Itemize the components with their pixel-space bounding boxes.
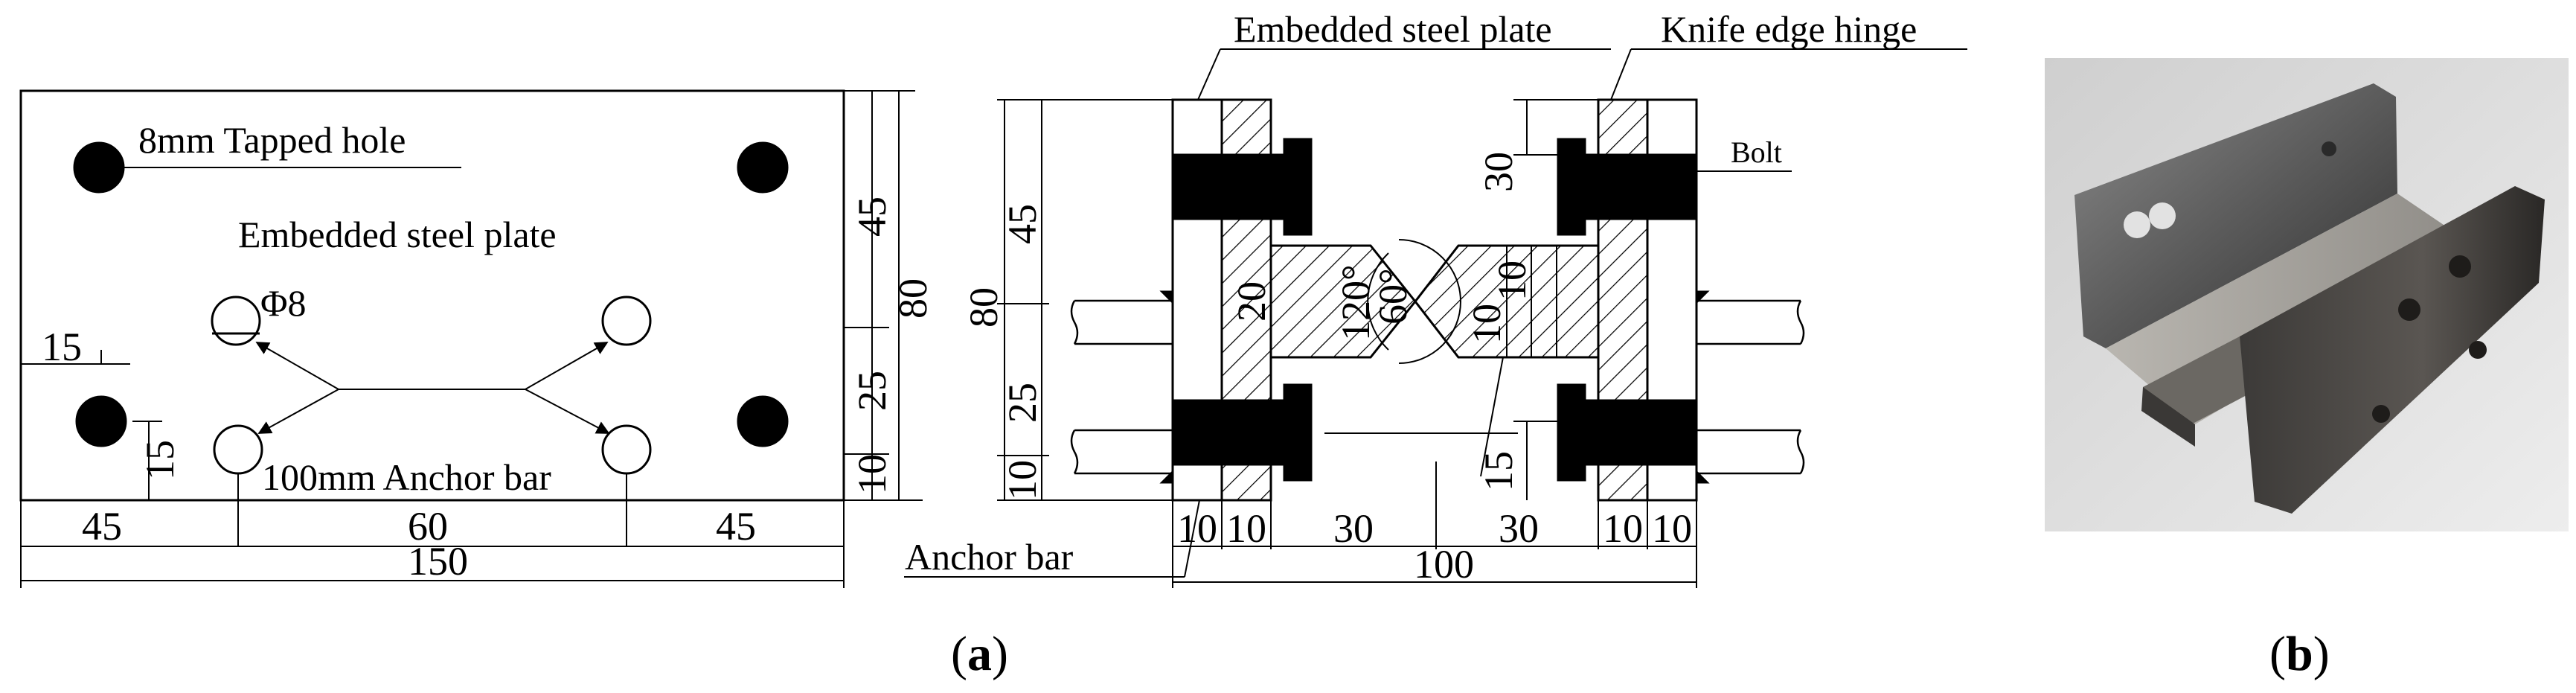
dim-bottom-60: 60: [408, 504, 448, 549]
dim-right-45: 45: [850, 197, 894, 237]
caption-a: (a): [951, 627, 1008, 681]
dim-left-10: 10: [1000, 460, 1045, 500]
dim-right-80: 80: [891, 278, 935, 319]
dim-bottom-10-4: 10: [1652, 506, 1692, 551]
dim-bottom-10-3: 10: [1603, 506, 1643, 551]
dim-right-15: 15: [1476, 451, 1521, 491]
dim-inner-10-a: 10: [1464, 304, 1509, 344]
section-view: [904, 48, 1967, 588]
tapped-hole: [737, 395, 789, 447]
plate-outline: [19, 89, 845, 502]
dim-right-25: 25: [850, 371, 894, 411]
anchor-bar-label: Anchor bar: [905, 536, 1074, 578]
dim-bottom-45-left: 45: [82, 504, 122, 549]
dim-left-80: 80: [961, 287, 1006, 328]
anchor-hole: [601, 296, 652, 346]
plan-view-text: 8mm Tapped hole Embedded steel plate Φ8 …: [42, 119, 935, 584]
dim-bottom-30-1: 30: [1333, 506, 1374, 551]
dim-bottom-150: 150: [408, 539, 468, 584]
dim-right-30: 30: [1476, 152, 1521, 192]
dim-bottom-10-1: 10: [1177, 506, 1217, 551]
phi-label: Φ8: [260, 282, 307, 324]
dim-right-10: 10: [850, 454, 894, 494]
angle-60: 60°: [1371, 268, 1415, 325]
dim-inner-20: 20: [1229, 281, 1274, 322]
anchor-hole: [213, 424, 263, 475]
embedded-plate-label: Embedded steel plate: [1234, 8, 1552, 50]
specimen-photo: [2045, 58, 2569, 531]
dim-bottom-10-2: 10: [1226, 506, 1266, 551]
dim-bottom-45-right: 45: [716, 504, 756, 549]
plate-label: Embedded steel plate: [238, 214, 557, 255]
dim-left-25: 25: [1000, 383, 1045, 423]
dim-left-15-bottom: 15: [138, 440, 182, 480]
angle-120: 120°: [1333, 264, 1378, 341]
anchor-hole: [601, 424, 652, 475]
anchor-hole: [211, 296, 261, 346]
anchor-bar-label: 100mm Anchor bar: [262, 456, 551, 498]
caption-b: (b): [2269, 627, 2330, 681]
dim-inner-10-b: 10: [1490, 261, 1534, 301]
dim-bottom-30-2: 30: [1499, 506, 1539, 551]
dim-left-45: 45: [1000, 204, 1045, 244]
section-view-text: Embedded steel plate Knife edge hinge Bo…: [905, 8, 1917, 587]
dim-left-15-top: 15: [42, 325, 82, 369]
tapped-hole: [737, 141, 789, 194]
plan-view: [19, 89, 923, 588]
knife-edge-label: Knife edge hinge: [1661, 8, 1917, 50]
tapped-hole: [75, 395, 127, 447]
dim-bottom-100: 100: [1414, 542, 1474, 587]
tapped-hole-label: 8mm Tapped hole: [138, 119, 406, 161]
bolt-label: Bolt: [1731, 135, 1782, 169]
